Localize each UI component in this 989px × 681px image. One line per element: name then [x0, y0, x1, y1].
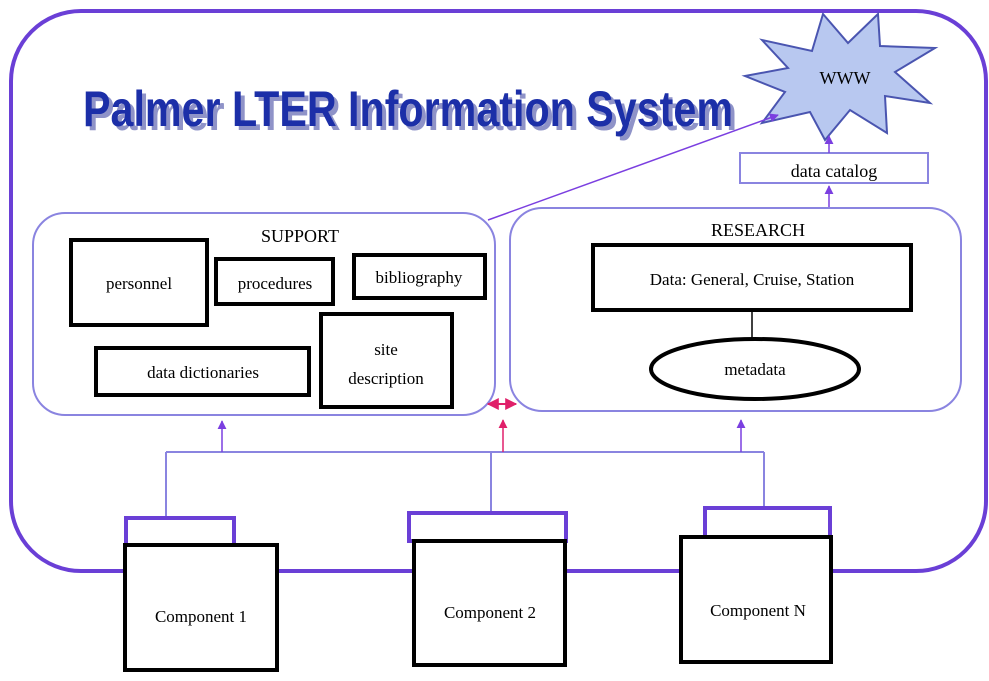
- research-label: RESEARCH: [711, 220, 805, 240]
- bibliography-box: [352, 253, 487, 300]
- component-n-tab: [703, 506, 832, 539]
- data-label: Data: General, Cruise, Station: [650, 270, 855, 289]
- component-1-label: Component 1: [155, 607, 247, 626]
- data-catalog-label: data catalog: [791, 161, 877, 181]
- component-n-box: [679, 535, 833, 664]
- www-star-shape: [741, 11, 939, 142]
- component-2-box: [412, 539, 567, 667]
- procedures-box: [214, 257, 335, 306]
- support-label: SUPPORT: [261, 226, 339, 246]
- data-dictionaries-box: [94, 346, 311, 397]
- component-2-tab: [407, 511, 568, 543]
- data-catalog-box: [739, 152, 929, 184]
- component-1-box: [123, 543, 279, 672]
- personnel-label: personnel: [106, 274, 172, 293]
- metadata-ellipse: [649, 337, 861, 401]
- component-n-label: Component N: [710, 601, 806, 620]
- bibliography-label: bibliography: [376, 268, 463, 287]
- title-shadow: Palmer LTER Information System: [87, 85, 737, 141]
- site-label-line1: site: [374, 340, 398, 359]
- metadata-label: metadata: [724, 360, 786, 379]
- data-dictionaries-label: data dictionaries: [147, 363, 259, 382]
- component-2-label: Component 2: [444, 603, 536, 622]
- www-label: WWW: [820, 68, 871, 88]
- site-label-line2: description: [348, 369, 424, 388]
- personnel-box: [69, 238, 209, 327]
- component-1-tab: [124, 516, 236, 547]
- page-title: Palmer LTER Information System: [83, 81, 733, 137]
- arrow-support-to-www: [487, 113, 779, 221]
- site-description-box: [319, 312, 454, 409]
- procedures-label: procedures: [238, 274, 313, 293]
